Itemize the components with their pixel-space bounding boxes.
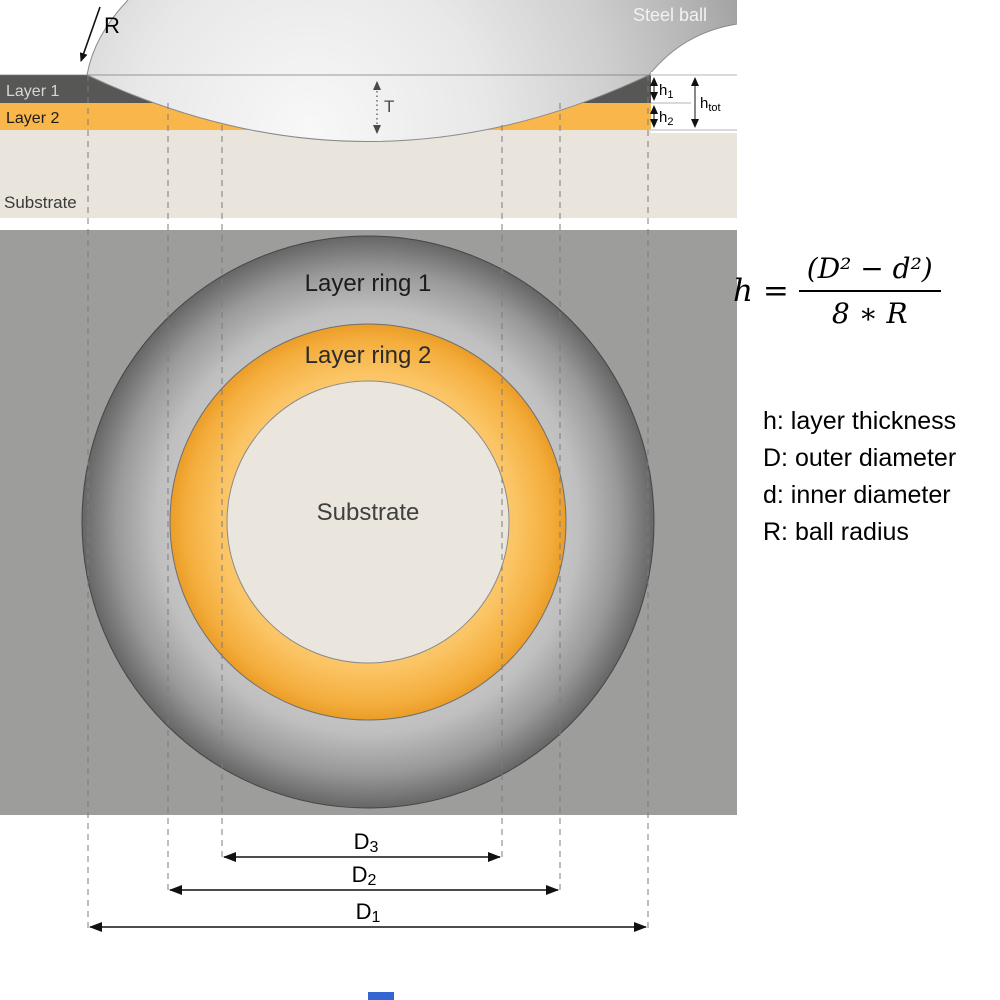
substrate-circle: [226, 380, 510, 664]
legend: h: layer thickness D: outer diameter d: …: [763, 403, 956, 551]
layer-2-label: Layer 2: [6, 110, 59, 127]
formula-numerator: (D² − d²): [798, 252, 941, 292]
layer-ring-2-label: Layer ring 2: [305, 342, 432, 369]
formula-denominator: 8 ∗ R: [831, 297, 908, 330]
t-depth-label: T: [384, 97, 394, 116]
htot-label: htot: [700, 95, 721, 114]
layer-ring-1-label: Layer ring 1: [305, 270, 432, 297]
steel-ball-outline: [86, 0, 738, 142]
t-depth-annotation: T: [373, 81, 394, 134]
blue-mark: [368, 992, 394, 1000]
ball-radius-annotation: R: [79, 6, 120, 62]
h1-label: h1: [659, 82, 673, 101]
substrate-label: Substrate: [4, 193, 77, 212]
cross-section: Layer 1 Layer 2 Substrate Steel ball R T…: [0, 0, 738, 218]
h2-label: h2: [659, 109, 673, 128]
radius-arrow: [79, 6, 101, 62]
legend-item-d: d: inner diameter: [763, 481, 951, 509]
formula-fraction: (D² − d²) 8 ∗ R: [798, 252, 941, 330]
top-view: Layer ring 1 Layer ring 2 Substrate: [0, 230, 737, 815]
legend-item-D: D: outer diameter: [763, 444, 957, 472]
diameter-dimensions: D3 D2 D1: [89, 829, 647, 932]
top-view-substrate-label: Substrate: [317, 499, 420, 526]
radius-label: R: [104, 13, 120, 38]
legend-item-R: R: ball radius: [763, 518, 909, 546]
guide-lines: [87, 75, 649, 930]
thickness-annotation-box: h1 h2 htot: [649, 72, 737, 133]
substrate-band: [0, 130, 737, 218]
steel-ball-label: Steel ball: [633, 5, 707, 25]
steel-ball: [87, 0, 737, 142]
layer-1-label: Layer 1: [6, 83, 59, 100]
d1-label: D1: [356, 899, 381, 926]
d3-label: D3: [354, 829, 379, 856]
formula-lhs: h =: [733, 273, 789, 309]
d2-label: D2: [352, 862, 377, 889]
thickness-formula: h = (D² − d²) 8 ∗ R: [733, 252, 941, 330]
legend-item-h: h: layer thickness: [763, 407, 957, 435]
